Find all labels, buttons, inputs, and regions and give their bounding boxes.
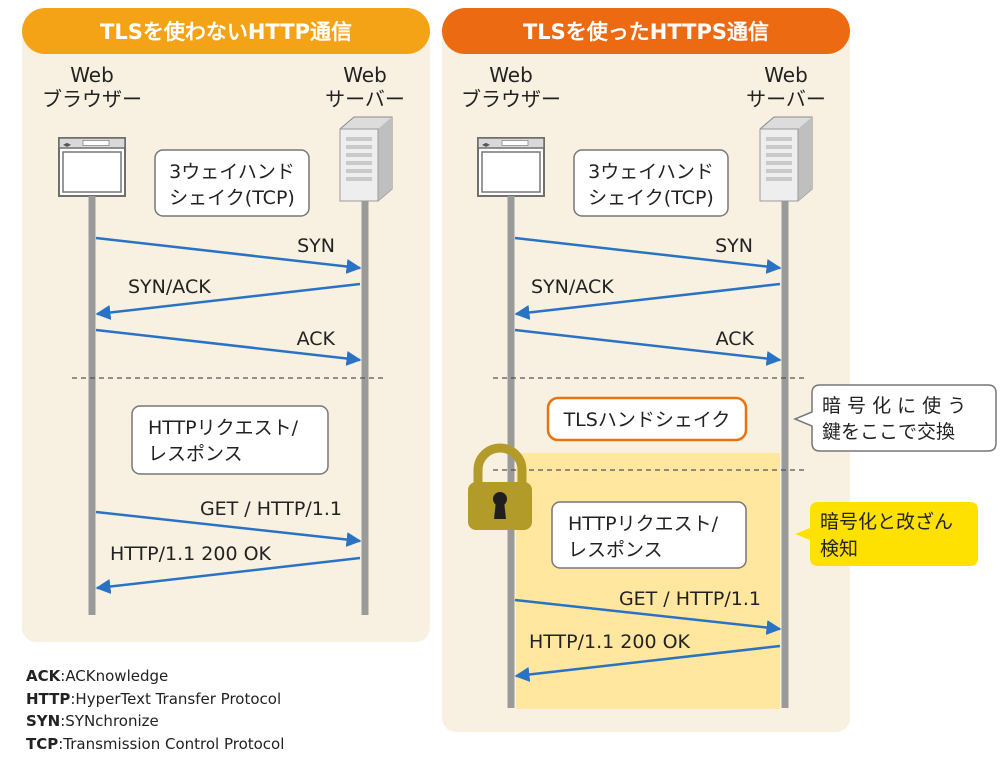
key-note-line-1: 暗 号 化 に 使 う xyxy=(822,395,966,417)
abbr-row: TCP:Transmission Control Protocol xyxy=(26,735,284,753)
right-title: TLSを使ったHTTPS通信 xyxy=(523,20,769,44)
abbr-row: ACK:ACKnowledge xyxy=(26,667,168,685)
right-synack-label: SYN/ACK xyxy=(531,276,614,298)
right-ack-label: ACK xyxy=(716,328,755,350)
left-ok-arrow xyxy=(95,556,361,594)
left-get-arrow xyxy=(95,510,362,547)
right-syn-label: SYN xyxy=(715,235,753,257)
left-ok-label: HTTP/1.1 200 OK xyxy=(110,543,272,565)
left-ack-arrow xyxy=(95,328,362,366)
abbreviations-legend: ACK:ACKnowledge HTTP:HyperText Transfer … xyxy=(26,667,284,753)
encrypt-note-line-2: 検知 xyxy=(820,538,858,560)
left-synack-arrow xyxy=(95,282,361,320)
right-ack-arrow xyxy=(514,328,782,366)
right-browser-label-1: Web xyxy=(489,63,533,87)
right-handshake-line-1: 3ウェイハンド xyxy=(588,161,714,183)
right-get-arrow xyxy=(514,598,782,635)
left-title: TLSを使わないHTTP通信 xyxy=(100,20,352,44)
tls-handshake-box xyxy=(546,396,748,442)
encrypt-note-line-1: 暗号化と改ざん xyxy=(820,510,953,533)
left-synack-label: SYN/ACK xyxy=(128,276,211,298)
left-browser-label-1: Web xyxy=(70,63,114,87)
tls-handshake-label: TLSハンドシェイク xyxy=(563,409,731,431)
left-panel: TLSを使わないHTTP通信 Web ブラウザー Web サーバー 3ウェイハン… xyxy=(22,8,430,642)
left-syn-label: SYN xyxy=(297,235,335,257)
right-get-label: GET / HTTP/1.1 xyxy=(619,588,761,610)
lock-icon xyxy=(468,443,532,530)
left-handshake-box xyxy=(154,149,310,217)
right-request-line-2: レスポンス xyxy=(568,539,663,561)
right-browser-label-2: ブラウザー xyxy=(461,87,561,111)
key-note-line-2: 鍵をここで交換 xyxy=(822,421,955,443)
left-title-bar xyxy=(22,8,430,54)
left-get-label: GET / HTTP/1.1 xyxy=(200,498,342,520)
key-exchange-note: 暗 号 化 に 使 う 鍵をここで交換 xyxy=(793,384,997,452)
right-server-label-1: Web xyxy=(764,63,808,87)
left-handshake-line-1: 3ウェイハンド xyxy=(169,161,295,183)
right-handshake-line-2: シェイク(TCP) xyxy=(588,187,714,209)
abbr-row: SYN:SYNchronize xyxy=(26,712,159,730)
left-server-label-2: サーバー xyxy=(325,87,405,111)
left-request-line-2: レスポンス xyxy=(148,443,243,465)
left-browser-label-2: ブラウザー xyxy=(42,87,142,111)
abbr-row: HTTP:HyperText Transfer Protocol xyxy=(26,690,281,708)
right-server-label-2: サーバー xyxy=(746,87,826,111)
left-syn-arrow xyxy=(95,236,362,274)
right-request-box xyxy=(551,501,747,569)
left-request-line-1: HTTPリクエスト/ xyxy=(148,417,299,439)
right-request-line-1: HTTPリクエスト/ xyxy=(568,513,719,535)
encrypted-area xyxy=(516,453,780,709)
left-handshake-line-2: シェイク(TCP) xyxy=(169,187,295,209)
right-server-icon xyxy=(759,116,813,202)
right-ok-arrow xyxy=(514,644,781,682)
right-browser-icon xyxy=(477,137,545,197)
encrypt-tamper-note: 暗号化と改ざん 検知 xyxy=(795,502,978,566)
right-syn-arrow xyxy=(514,236,782,274)
left-browser-icon xyxy=(58,137,126,197)
right-handshake-box xyxy=(573,149,729,217)
right-title-bar xyxy=(442,8,850,54)
left-ack-label: ACK xyxy=(297,328,336,350)
left-server-icon xyxy=(339,116,393,202)
left-request-box xyxy=(131,405,329,475)
left-server-label-1: Web xyxy=(343,63,387,87)
right-ok-label: HTTP/1.1 200 OK xyxy=(529,631,691,653)
right-synack-arrow xyxy=(514,282,781,320)
right-panel: TLSを使ったHTTPS通信 Web ブラウザー Web サーバー 3ウェイハン… xyxy=(442,8,850,732)
